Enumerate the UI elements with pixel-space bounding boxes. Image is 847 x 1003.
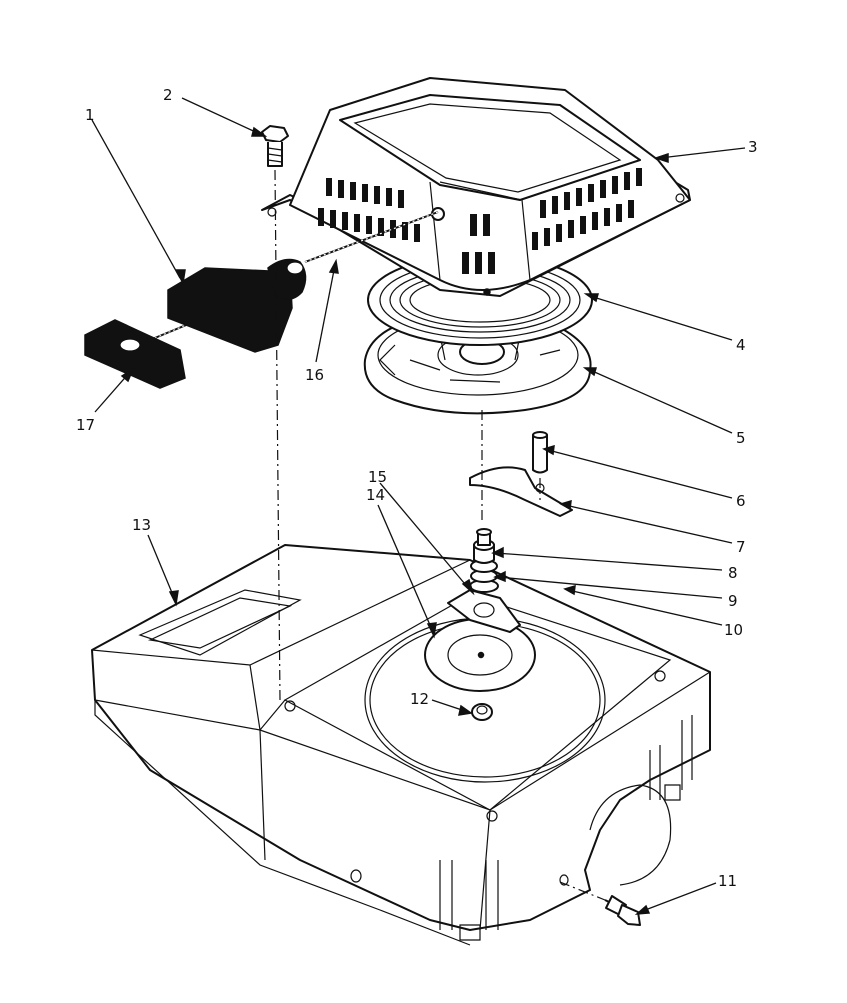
screw-part-11	[604, 895, 641, 926]
callout-6: 6	[736, 492, 746, 510]
callout-11: 11	[718, 872, 737, 890]
callout-10: 10	[724, 621, 743, 639]
leader-lines	[91, 97, 746, 915]
spindle-stack-parts-8-9-10	[469, 528, 499, 593]
callout-4: 4	[736, 336, 746, 354]
pawl-part-7	[469, 466, 573, 517]
handle-bracket-part-1	[167, 258, 307, 353]
callout-12: 12	[410, 690, 429, 708]
assembly-lines	[274, 169, 606, 901]
plate-part-14	[424, 618, 536, 692]
callout-labels: 1 2 3 4 5 6 7 8 9 10 11 12 13 14 15 16 1…	[76, 86, 758, 890]
callout-3: 3	[748, 138, 758, 156]
handle-part-17	[84, 319, 186, 389]
blower-housing-part-13	[91, 544, 711, 946]
cover-part-3	[261, 77, 691, 297]
bolt-part-2	[261, 125, 289, 167]
callout-17: 17	[76, 416, 95, 434]
callout-14: 14	[366, 486, 385, 504]
callout-8: 8	[728, 564, 738, 582]
callout-2: 2	[163, 86, 173, 104]
callout-13: 13	[132, 516, 151, 534]
callout-7: 7	[736, 538, 746, 556]
callout-15: 15	[368, 468, 387, 486]
nut-part-12	[471, 703, 493, 721]
callout-9: 9	[728, 592, 738, 610]
callout-5: 5	[736, 429, 746, 447]
cover-vents	[318, 168, 642, 274]
callout-16: 16	[305, 366, 324, 384]
callout-1: 1	[85, 106, 95, 124]
pin-part-6	[532, 431, 548, 474]
